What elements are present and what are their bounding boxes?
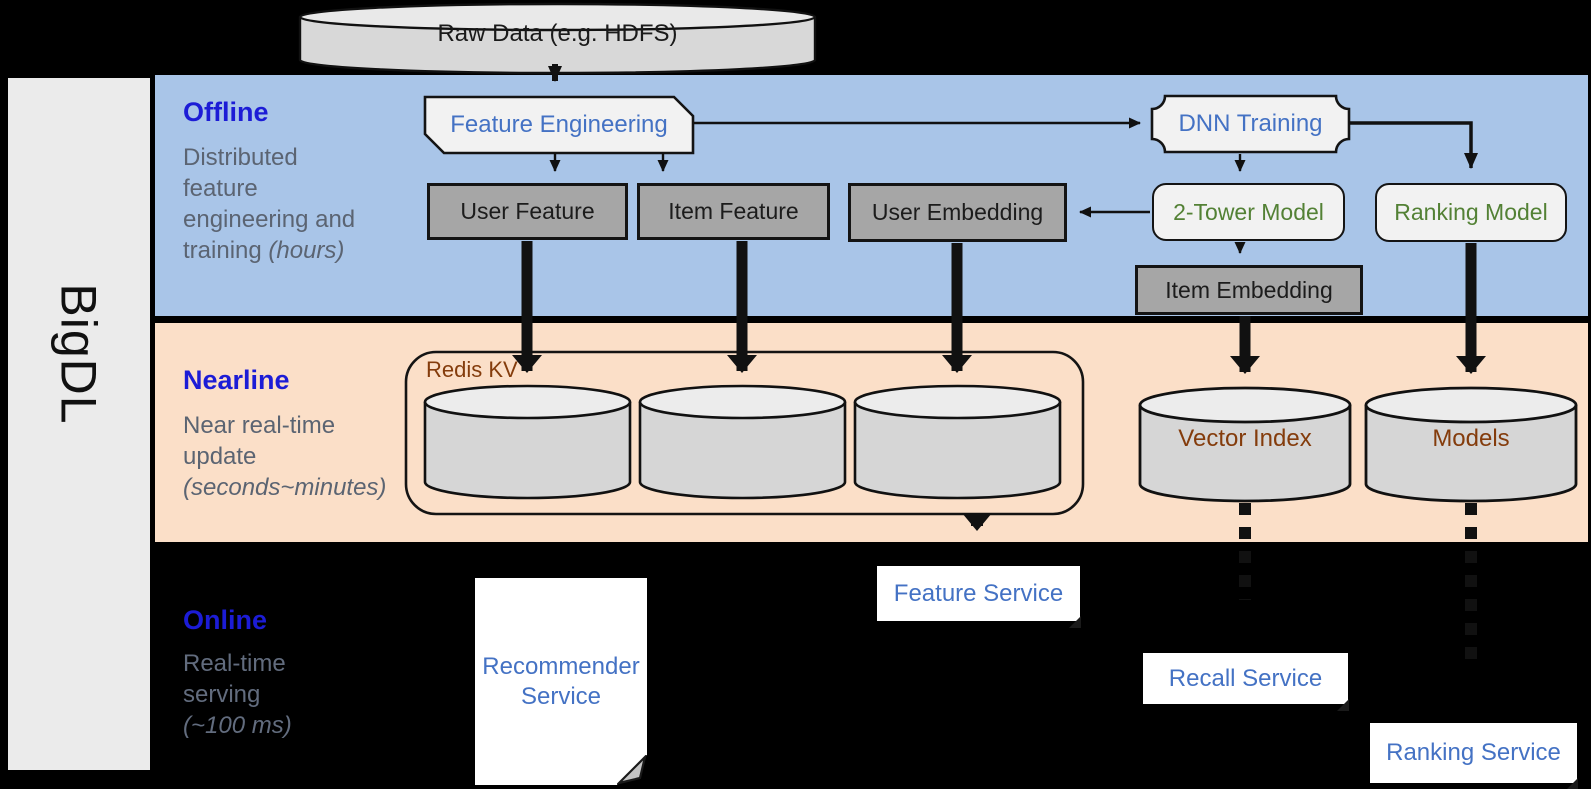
offline-sub-line4-italic: (hours)	[268, 237, 345, 264]
nearline-sub-line3-italic: (seconds~minutes)	[183, 474, 387, 501]
vector-index-label: Vector Index	[1178, 425, 1312, 452]
ranking-model-node: Ranking Model	[1375, 183, 1567, 242]
feature-service-node: Feature Service	[877, 566, 1081, 628]
online-sub-line1: Real-time	[183, 650, 286, 677]
online-sub-line2: serving	[183, 681, 261, 708]
offline-subtitle: Distributed feature engineering and trai…	[183, 142, 433, 266]
bigdl-sidebar: BigDL	[8, 78, 150, 770]
ranking-service-label: Ranking Service	[1386, 739, 1561, 766]
online-title: Online	[183, 605, 268, 635]
recall-service-label: Recall Service	[1168, 664, 1323, 692]
recall-service-node: Recall Service	[1143, 653, 1349, 711]
item-embedding-node: Item Embedding	[1135, 265, 1363, 315]
user-embedding-node: User Embedding	[848, 183, 1067, 242]
recommender-service-folded-corner-icon	[617, 755, 647, 785]
online-sub-line3-italic: (~100 ms)	[183, 712, 292, 739]
bigdl-logo-text: BigDL	[51, 283, 107, 425]
item-feature-node: Item Feature	[637, 183, 830, 240]
nearline-subtitle: Near real-time update (seconds~minutes)	[183, 410, 433, 503]
models-label: Models	[1432, 425, 1510, 452]
dnn-training-label: DNN Training	[1178, 110, 1323, 137]
user-feature-node: User Feature	[427, 183, 628, 240]
recommender-service-line1: Recommender	[482, 652, 640, 680]
feature-service-folded-corner-icon	[1069, 616, 1081, 628]
recommender-service-node: Recommender Service	[475, 578, 647, 785]
offline-sub-line3: engineering and	[183, 206, 356, 233]
recall-service-folded-corner-icon	[1337, 699, 1349, 711]
offline-title: Offline	[183, 97, 269, 127]
ranking-service-folded-corner-icon	[1567, 778, 1578, 789]
two-tower-model-node: 2-Tower Model	[1152, 183, 1345, 241]
feature-service-label: Feature Service	[893, 579, 1064, 607]
recommender-service-line2: Service	[520, 682, 602, 710]
offline-sub-line2: feature	[183, 175, 258, 202]
offline-sub-line1: Distributed	[183, 144, 298, 171]
nearline-title: Nearline	[183, 365, 290, 395]
feature-engineering-label: Feature Engineering	[450, 111, 668, 138]
nearline-sub-line2: update	[183, 443, 257, 470]
raw-data-label: Raw Data (e.g. HDFS)	[437, 20, 678, 47]
offline-sub-line4: training	[183, 237, 269, 264]
nearline-sub-line1: Near real-time	[183, 412, 336, 439]
ranking-service-node: Ranking Service	[1370, 723, 1578, 789]
redis-kv-label: Redis KV	[426, 357, 518, 382]
online-subtitle: Real-time serving (~100 ms)	[183, 648, 433, 741]
